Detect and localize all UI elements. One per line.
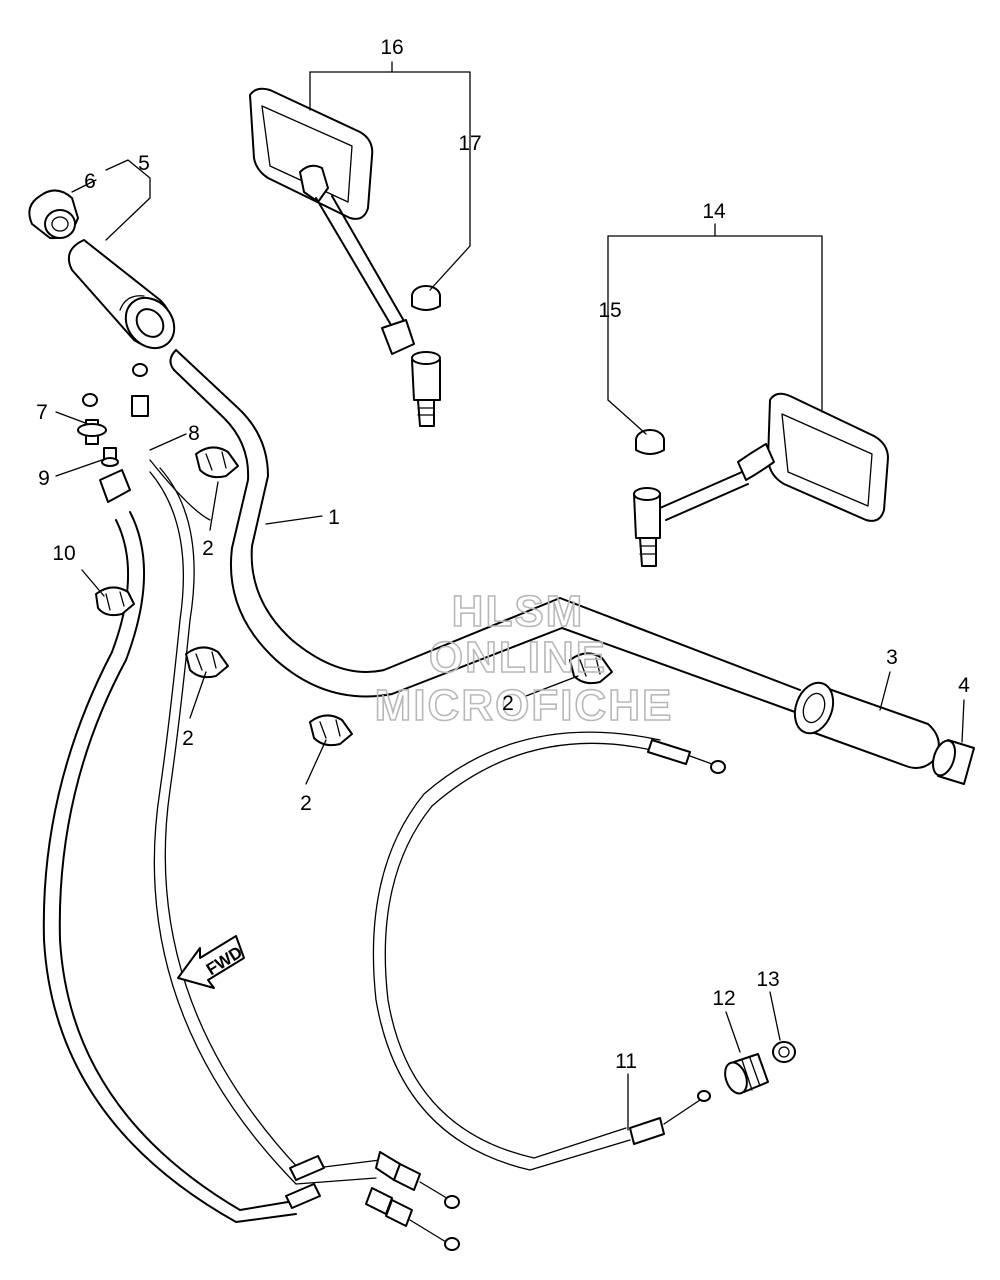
clutch-cable	[42, 511, 301, 1223]
right-grip-end	[931, 739, 975, 785]
forward-direction-arrow: FWD	[177, 935, 246, 989]
screw	[101, 447, 119, 467]
part-label-2: 2	[300, 792, 312, 815]
part-label-15: 15	[598, 299, 621, 322]
part-label-9: 9	[38, 467, 50, 490]
part-label-6: 6	[84, 170, 96, 193]
right-mirror-cap	[635, 429, 665, 455]
right-mirror	[633, 392, 889, 567]
choke-nut	[772, 1041, 796, 1063]
part-label-7: 7	[36, 401, 48, 424]
right-grip	[793, 681, 940, 769]
watermark-line-2: ONLINE	[429, 633, 607, 682]
watermark-line-3: MICROFICHE	[375, 681, 674, 730]
part-labels: 1 2 2 2 2 2 3 4 5 6 7 8 9 10 11 12 13 14…	[36, 36, 970, 1073]
left-mirror	[249, 87, 441, 427]
watermark-line-1: HLSM	[452, 587, 585, 636]
part-label-14: 14	[702, 200, 726, 223]
watermark: HLSM ONLINE MICROFICHE	[374, 586, 674, 731]
part-label-3: 3	[886, 646, 898, 669]
throttle-cables	[149, 459, 460, 1251]
part-label-17: 17	[458, 132, 481, 155]
handlebar	[169, 349, 801, 713]
clamp	[185, 646, 229, 679]
starter-cable	[372, 731, 726, 1171]
left-mirror-cap	[411, 285, 441, 311]
clamp	[309, 714, 353, 747]
part-label-2: 2	[182, 727, 194, 750]
part-label-2: 2	[502, 692, 514, 715]
clutch-cable-end	[77, 393, 131, 503]
part-label-11: 11	[615, 1050, 637, 1073]
part-label-13: 13	[756, 968, 779, 991]
clamp	[195, 446, 239, 479]
left-grip	[68, 239, 176, 350]
part-label-1: 1	[328, 506, 340, 529]
part-label-4: 4	[958, 674, 970, 697]
throttle-cable-end	[131, 363, 149, 417]
choke-knob	[724, 1053, 769, 1095]
part-label-16: 16	[380, 36, 403, 59]
part-label-12: 12	[712, 987, 735, 1010]
part-label-5: 5	[138, 152, 150, 175]
clamp-small	[95, 586, 135, 617]
clamp	[569, 652, 613, 685]
part-label-2: 2	[202, 537, 214, 560]
left-grip-end	[28, 189, 79, 240]
part-label-8: 8	[188, 422, 200, 445]
leader-lines	[55, 61, 965, 1131]
part-label-10: 10	[52, 542, 75, 565]
